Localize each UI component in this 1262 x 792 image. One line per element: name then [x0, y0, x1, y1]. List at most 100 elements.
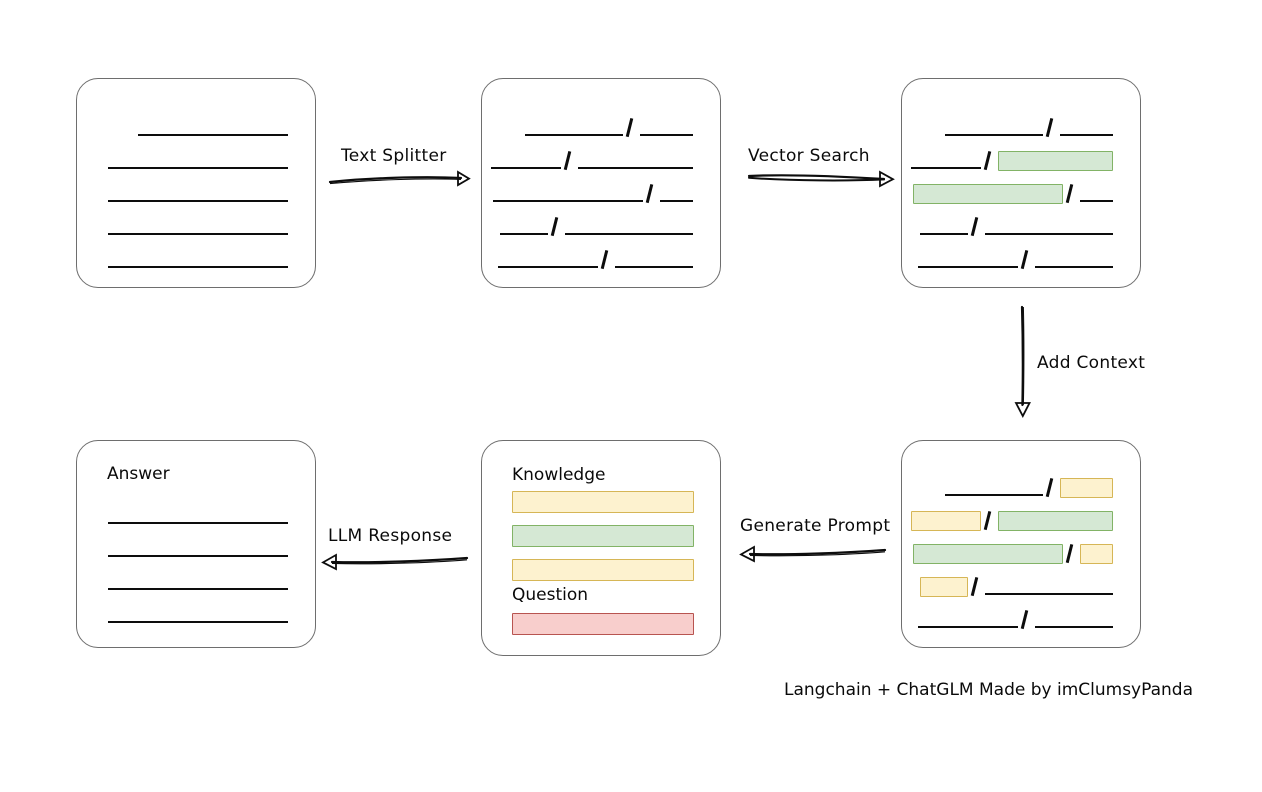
knowledge-bar-yellow	[512, 491, 694, 513]
highlight-chunk-yellow	[911, 511, 981, 531]
doc-line-row	[913, 541, 1113, 564]
doc-text-line	[660, 200, 693, 202]
source-document-lines	[77, 79, 315, 287]
answer-title: Answer	[107, 464, 170, 484]
vector-matched-card[interactable]	[901, 78, 1141, 288]
doc-line-row	[108, 602, 288, 624]
doc-line-row	[491, 148, 693, 170]
doc-line-row	[138, 115, 288, 137]
doc-text-line	[108, 233, 288, 235]
doc-line-row	[918, 607, 1113, 629]
highlight-chunk-yellow	[1060, 478, 1113, 498]
split-chunks-lines	[482, 79, 720, 287]
doc-text-line	[1080, 200, 1113, 202]
chunk-separator-slash	[561, 151, 574, 170]
doc-line-row	[500, 214, 693, 236]
doc-text-line	[108, 167, 288, 169]
doc-line-row	[525, 115, 693, 137]
doc-line-row	[108, 569, 288, 591]
context-chunks-lines	[902, 441, 1140, 647]
doc-text-line	[918, 266, 1018, 268]
question-title: Question	[512, 585, 589, 605]
prompt-card[interactable]: Knowledge Question	[481, 440, 721, 656]
doc-line-row	[918, 247, 1113, 269]
doc-text-line	[945, 494, 1043, 496]
doc-text-line	[108, 588, 288, 590]
doc-text-line	[920, 233, 968, 235]
edge-label-generate-prompt: Generate Prompt	[740, 516, 891, 536]
doc-text-line	[108, 266, 288, 268]
doc-text-line	[945, 134, 1043, 136]
doc-text-line	[525, 134, 623, 136]
highlight-chunk-green	[998, 151, 1113, 171]
arrow-add-context	[1014, 305, 1031, 418]
chunk-separator-slash	[548, 217, 561, 236]
doc-text-line	[615, 266, 693, 268]
arrow-llm-response	[321, 553, 469, 571]
highlight-chunk-green	[913, 544, 1063, 564]
doc-line-row	[108, 247, 288, 269]
highlight-chunk-yellow	[920, 577, 968, 597]
question-bar-red	[512, 613, 694, 635]
doc-text-line	[640, 134, 693, 136]
doc-text-line	[918, 626, 1018, 628]
doc-line-row	[108, 214, 288, 236]
doc-text-line	[138, 134, 288, 136]
arrow-text-splitter	[328, 170, 471, 187]
arrow-generate-prompt	[739, 545, 887, 563]
doc-line-row	[945, 115, 1113, 137]
chunk-separator-slash	[643, 184, 656, 203]
doc-text-line	[985, 593, 1113, 595]
doc-text-line	[1035, 626, 1113, 628]
highlight-chunk-yellow	[1080, 544, 1113, 564]
doc-text-line	[493, 200, 643, 202]
split-chunks-card[interactable]	[481, 78, 721, 288]
doc-text-line	[108, 621, 288, 623]
chunk-separator-slash	[1018, 250, 1031, 269]
doc-text-line	[108, 522, 288, 524]
edge-label-text-splitter: Text Splitter	[341, 146, 447, 166]
doc-line-row	[108, 181, 288, 203]
edge-label-llm-response: LLM Response	[328, 526, 453, 546]
chunk-separator-slash	[623, 118, 636, 137]
knowledge-bar-green	[512, 525, 694, 547]
doc-line-row	[911, 148, 1113, 171]
doc-text-line	[108, 200, 288, 202]
footer-credit: Langchain + ChatGLM Made by imClumsyPand…	[784, 680, 1193, 700]
doc-line-row	[493, 181, 693, 203]
doc-text-line	[565, 233, 693, 235]
doc-line-row	[108, 536, 288, 558]
context-chunks-card[interactable]	[901, 440, 1141, 648]
chunk-separator-slash	[1018, 610, 1031, 629]
doc-text-line	[1060, 134, 1113, 136]
doc-text-line	[985, 233, 1113, 235]
doc-line-row	[911, 508, 1113, 531]
chunk-separator-slash	[1063, 544, 1076, 563]
answer-card[interactable]: Answer	[76, 440, 316, 648]
doc-line-row	[945, 475, 1113, 498]
doc-line-row	[920, 574, 1113, 597]
doc-line-row	[913, 181, 1113, 204]
answer-lines	[77, 441, 315, 647]
source-document-card[interactable]	[76, 78, 316, 288]
doc-text-line	[498, 266, 598, 268]
highlight-chunk-green	[998, 511, 1113, 531]
doc-text-line	[911, 167, 981, 169]
doc-line-row	[108, 503, 288, 525]
chunk-separator-slash	[1043, 118, 1056, 137]
chunk-separator-slash	[981, 511, 994, 530]
doc-text-line	[108, 555, 288, 557]
knowledge-bar-yellow	[512, 559, 694, 581]
doc-line-row	[920, 214, 1113, 236]
chunk-separator-slash	[968, 577, 981, 596]
highlight-chunk-green	[913, 184, 1063, 204]
chunk-separator-slash	[598, 250, 611, 269]
doc-line-row	[108, 148, 288, 170]
knowledge-title: Knowledge	[512, 465, 606, 485]
edge-label-vector-search: Vector Search	[748, 146, 870, 166]
doc-text-line	[578, 167, 693, 169]
doc-text-line	[500, 233, 548, 235]
edge-label-add-context: Add Context	[1037, 353, 1146, 373]
doc-text-line	[491, 167, 561, 169]
